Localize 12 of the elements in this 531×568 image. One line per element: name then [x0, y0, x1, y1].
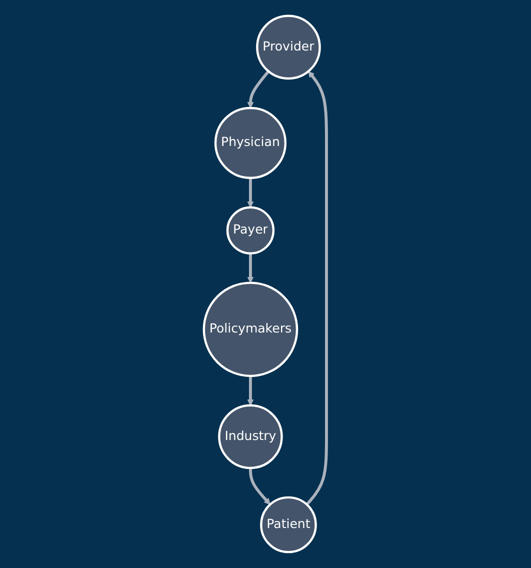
arrow: [249, 468, 271, 505]
node-circle: Physician: [214, 106, 287, 180]
arrow: [248, 70, 270, 108]
node-circle: Payer: [226, 206, 275, 254]
arrow: [248, 376, 254, 406]
arrow: [306, 71, 328, 506]
node-circle: Industry: [218, 404, 284, 470]
node-circle: Patient: [260, 496, 318, 554]
node-circle: Provider: [256, 14, 322, 80]
arrow: [248, 253, 254, 284]
arrow: [248, 178, 254, 208]
node-circle: Policymakers: [203, 282, 298, 378]
